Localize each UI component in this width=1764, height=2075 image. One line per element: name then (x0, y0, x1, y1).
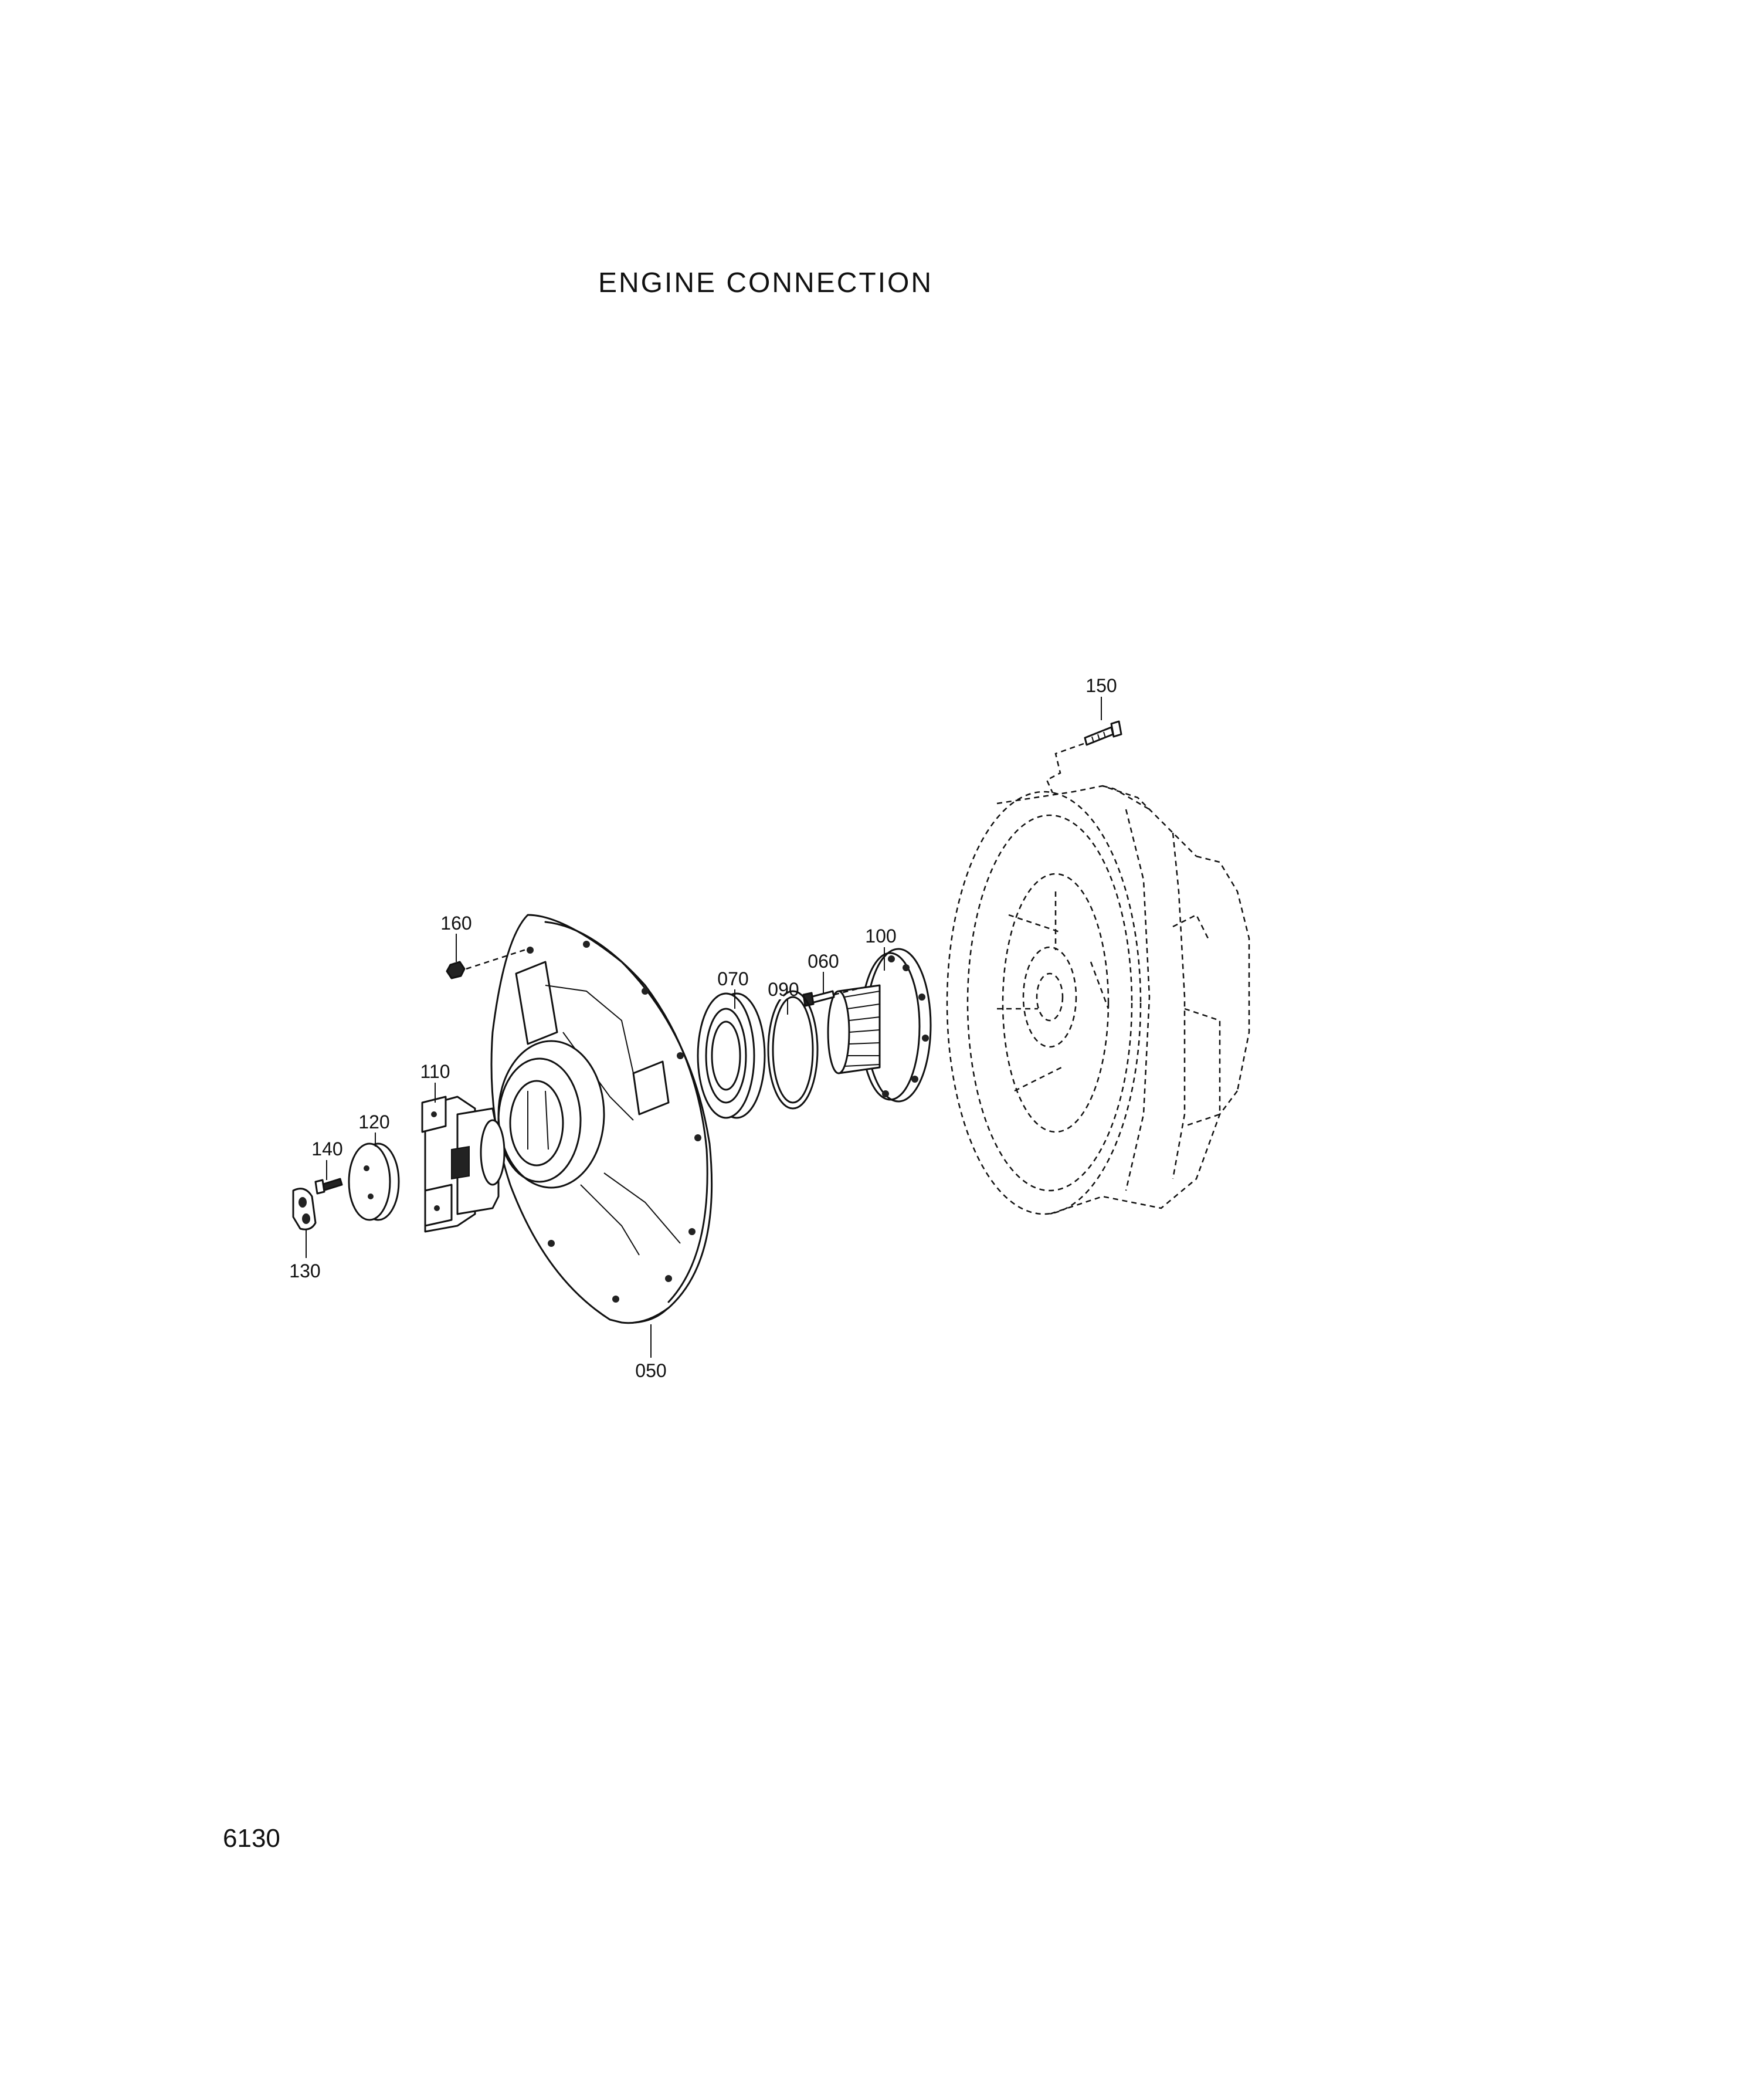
nut-160-icon (446, 948, 528, 979)
snap-ring-090-icon (767, 990, 819, 1110)
bolt-150-icon (1046, 720, 1122, 794)
callout-050: 050 (635, 1360, 666, 1381)
callout-130: 130 (289, 1260, 320, 1281)
callout-150: 150 (1085, 675, 1117, 696)
callout-100: 100 (865, 925, 896, 947)
callout-140: 140 (311, 1138, 342, 1159)
flanged-shaft-100-icon (827, 948, 932, 1103)
leader-lines (306, 697, 1102, 1358)
screw-140-icon (314, 1178, 343, 1195)
page-number: 6130 (223, 1824, 280, 1853)
disc-120-icon (348, 1142, 400, 1221)
callouts: 150 100 060 090 070 160 110 120 140 130 … (289, 675, 1117, 1381)
lock-plate-130-icon (292, 1188, 317, 1230)
callout-160: 160 (440, 913, 471, 934)
callout-120: 120 (358, 1111, 389, 1133)
transmission-housing-icon (946, 785, 1250, 1215)
yoke-110-icon (421, 1096, 506, 1233)
bearing-070-icon (697, 992, 766, 1119)
callout-090: 090 (768, 979, 799, 1000)
diagram-title: ENGINE CONNECTION (598, 267, 934, 299)
callout-070: 070 (717, 968, 748, 989)
callout-110: 110 (420, 1061, 450, 1082)
callout-060: 060 (808, 951, 839, 972)
adapter-flange-050-icon (490, 914, 713, 1324)
bolt-060-icon (802, 986, 863, 1007)
